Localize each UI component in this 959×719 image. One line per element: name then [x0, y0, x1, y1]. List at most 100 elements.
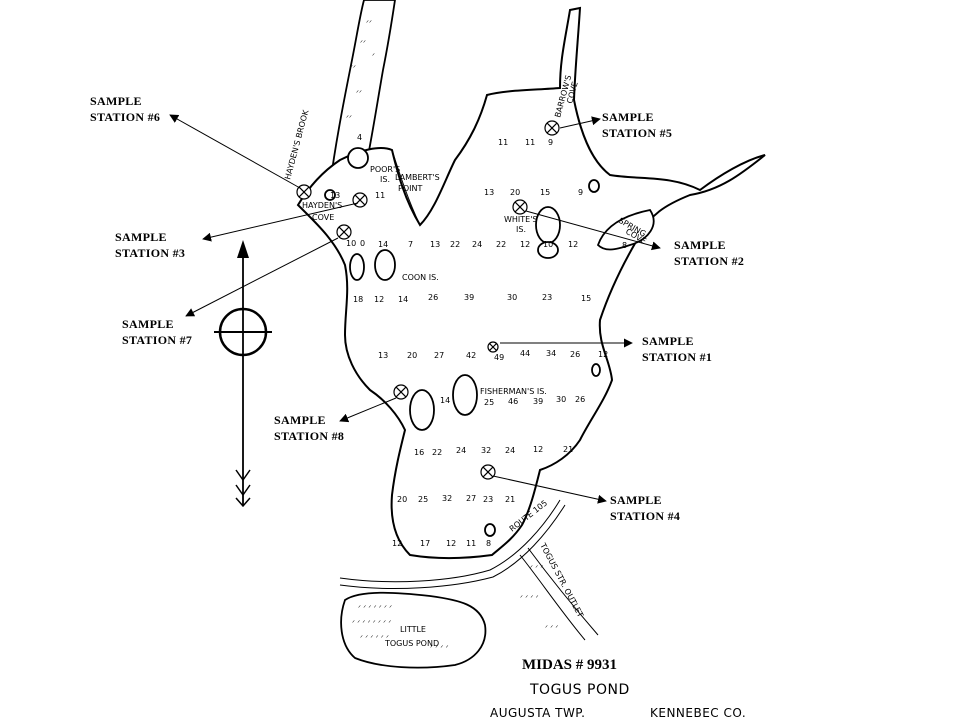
station-7-leader — [185, 237, 339, 317]
depth-sounding: 13 — [330, 191, 340, 200]
poors-is-label-2: IS. — [380, 175, 390, 184]
depth-sounding: 16 — [414, 448, 424, 457]
svg-text:ᐟ ᐟ ᐟ ᐟ ᐟ ᐟ ᐟ ᐟ: ᐟ ᐟ ᐟ ᐟ ᐟ ᐟ ᐟ ᐟ — [352, 619, 391, 627]
depth-sounding: 15 — [540, 188, 550, 197]
route-105-b — [339, 504, 566, 589]
depth-sounding: 15 — [581, 294, 591, 303]
whites-label-1: WHITE'S — [504, 215, 538, 224]
depth-sounding: 34 — [546, 349, 556, 358]
svg-text:ᐟᐟ: ᐟᐟ — [356, 89, 362, 97]
little-togus-label-2: TOGUS POND — [384, 639, 439, 648]
depth-sounding: 27 — [466, 494, 476, 503]
fishermans-island — [452, 374, 478, 416]
svg-text:ᐟ ᐟ ᐟ: ᐟ ᐟ ᐟ — [530, 564, 543, 572]
station-8-leader — [339, 397, 397, 423]
depth-sounding: 20 — [510, 188, 520, 197]
depth-sounding: 11 — [525, 138, 535, 147]
marsh-south: ᐟ ᐟ ᐟ ᐟ ᐟ ᐟ ᐟ ᐟ ᐟ ᐟ ᐟ ᐟ ᐟ ᐟ ᐟ ᐟ ᐟ ᐟ ᐟ ᐟ … — [352, 564, 558, 652]
station-7-line1: SAMPLE — [122, 317, 174, 331]
station-4-leader — [492, 475, 607, 504]
county: KENNEBEC CO. — [650, 706, 746, 719]
haydens-cove-label-2: COVE — [312, 213, 334, 222]
midas-code: MIDAS # 9931 — [522, 657, 617, 673]
depth-sounding: 8 — [622, 241, 627, 250]
depth-sounding: 10 — [543, 240, 553, 249]
svg-text:ᐟ ᐟ ᐟ ᐟ ᐟ ᐟ: ᐟ ᐟ ᐟ ᐟ ᐟ ᐟ — [360, 634, 389, 642]
islet-6 — [324, 189, 336, 201]
depth-sounding: 18 — [353, 295, 363, 304]
route-105 — [339, 499, 561, 583]
station-5-marker — [544, 120, 560, 136]
station-7-line2: STATION #7 — [122, 333, 192, 347]
station-6-marker — [296, 184, 312, 200]
depth-sounding: 4 — [357, 133, 362, 142]
depth-sounding: 39 — [464, 293, 474, 302]
svg-text:ᐟᐟ: ᐟᐟ — [346, 114, 352, 122]
lamberts-label-1: LAMBERT'S — [395, 173, 440, 182]
depth-sounding: 24 — [505, 446, 515, 455]
depth-sounding: 12 — [533, 445, 543, 454]
haydens-brook-label: HAYDEN'S BROOK — [283, 108, 310, 180]
depth-sounding: 22 — [432, 448, 442, 457]
togus-outlet-label: TOGUS STR. OUTLET — [538, 541, 585, 619]
depth-sounding: 7 — [408, 240, 413, 249]
depth-sounding: 11 — [375, 191, 385, 200]
poors-is-label-1: POOR'S — [370, 165, 400, 174]
svg-text:ᐟ ᐟ ᐟ: ᐟ ᐟ ᐟ — [545, 624, 558, 632]
station-8-marker — [393, 384, 409, 400]
outlet-stream — [519, 554, 586, 641]
little-togus-pond — [340, 591, 487, 669]
pond-name: TOGUS POND — [529, 682, 630, 698]
station-markers — [296, 120, 560, 480]
depth-sounding: 25 — [418, 495, 428, 504]
depth-sounding: 9 — [578, 188, 583, 197]
station-5-leader — [559, 116, 601, 129]
depth-sounding: 27 — [434, 351, 444, 360]
depth-sounding: 8 — [486, 539, 491, 548]
station-6-line1: SAMPLE — [90, 94, 142, 108]
station-1-marker — [487, 341, 499, 353]
station-2-line2: STATION #2 — [674, 254, 744, 268]
depth-sounding: 49 — [494, 353, 504, 362]
depth-sounding: 12 — [520, 240, 530, 249]
depth-sounding: 20 — [397, 495, 407, 504]
station-4-line1: SAMPLE — [610, 493, 662, 507]
station-4-line2: STATION #4 — [610, 509, 680, 523]
svg-text:ᐟᐟ: ᐟᐟ — [366, 19, 372, 27]
depth-sounding: 14 — [398, 295, 408, 304]
fishermans-is-label: FISHERMAN'S IS. — [480, 387, 547, 396]
depth-sounding: 12 — [446, 539, 456, 548]
station-3-marker — [352, 192, 368, 208]
lamberts-point — [391, 149, 421, 226]
station-2-marker — [512, 199, 528, 215]
depth-sounding: 0 — [360, 239, 365, 248]
north-arrow — [214, 240, 272, 508]
depth-sounding: 22 — [496, 240, 506, 249]
depth-sounding: 13 — [484, 188, 494, 197]
coon-island-2 — [374, 249, 396, 281]
station-7-marker — [336, 224, 352, 240]
station-6-line2: STATION #6 — [90, 110, 160, 124]
station-3-line2: STATION #3 — [115, 246, 185, 260]
station-2-leader — [525, 210, 661, 251]
svg-text:ᐟ ᐟ ᐟ ᐟ: ᐟ ᐟ ᐟ ᐟ — [430, 644, 449, 652]
svg-text:ᐟ: ᐟ — [372, 52, 375, 60]
depth-sounding: 21 — [563, 445, 573, 454]
depth-sounding: 32 — [442, 494, 452, 503]
depth-sounding: 10 — [346, 239, 356, 248]
depth-sounding: 26 — [428, 293, 438, 302]
depth-sounding: 23 — [483, 495, 493, 504]
coon-is-label: COON IS. — [402, 273, 439, 282]
depth-sounding: 22 — [450, 240, 460, 249]
depth-sounding: 23 — [542, 293, 552, 302]
poors-island — [347, 147, 369, 169]
svg-text:ᐟᐟ: ᐟᐟ — [360, 39, 366, 47]
island-west — [409, 389, 435, 431]
station-8-line1: SAMPLE — [274, 413, 326, 427]
lamberts-label-2: POINT — [398, 184, 422, 193]
svg-text:ᐟᐟ: ᐟᐟ — [350, 64, 356, 72]
station-8-line2: STATION #8 — [274, 429, 344, 443]
depth-sounding: 14 — [378, 240, 388, 249]
islet-east — [591, 363, 601, 377]
